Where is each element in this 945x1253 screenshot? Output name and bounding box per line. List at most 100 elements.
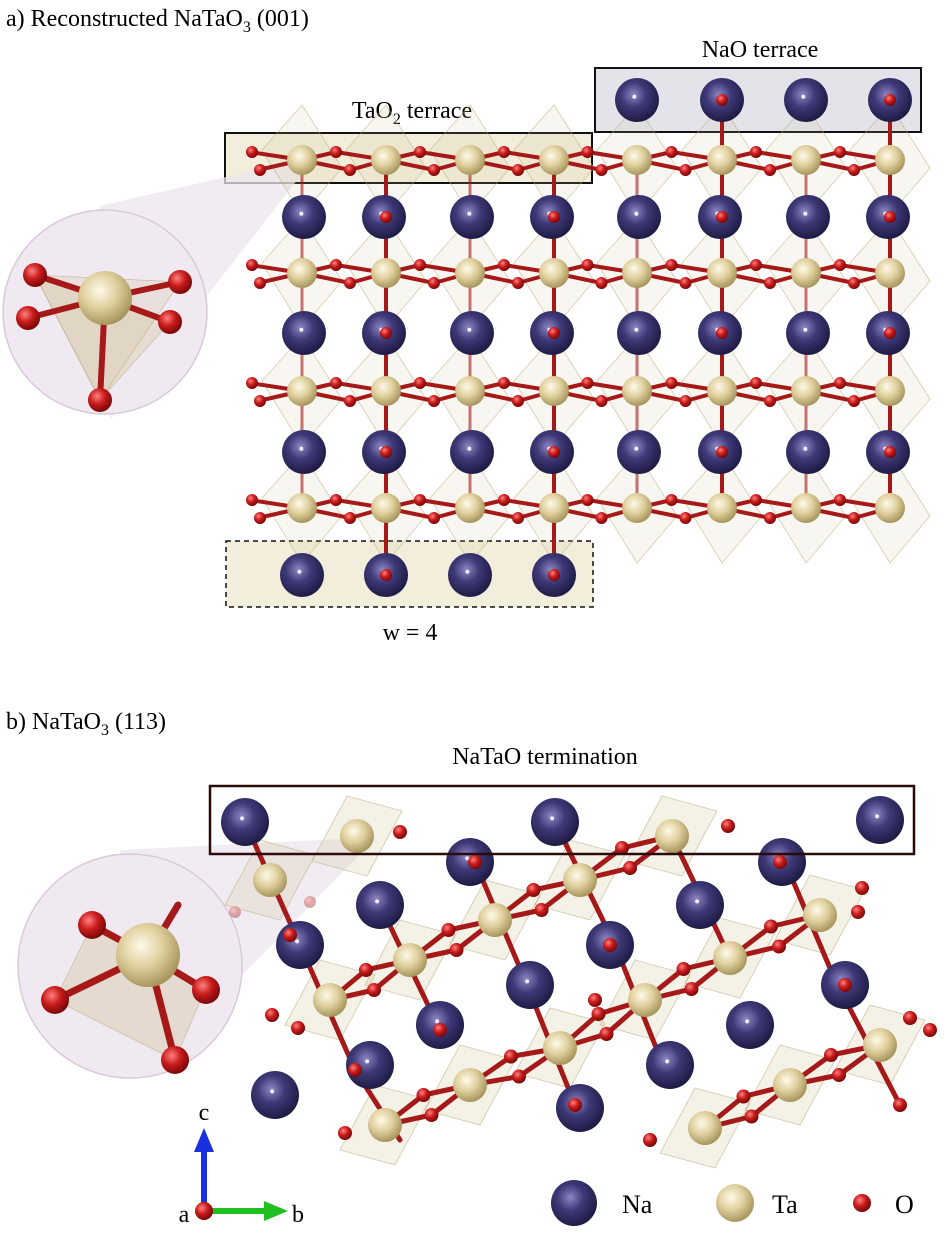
o-atom <box>750 259 762 271</box>
o-atom <box>665 377 678 389</box>
na-atom <box>786 311 830 355</box>
ta-atom <box>707 493 737 523</box>
o-atom <box>254 277 266 289</box>
o-atom <box>548 327 560 339</box>
o-atom <box>548 211 560 223</box>
o-atom <box>330 259 342 271</box>
ta-atom <box>340 819 374 853</box>
ta-atom <box>791 258 821 288</box>
o-atom <box>254 395 266 407</box>
o-atom <box>838 978 852 992</box>
ta-atom <box>543 1031 577 1065</box>
na-highlight <box>803 446 808 451</box>
o-atom <box>428 164 440 176</box>
o-atom <box>330 377 342 389</box>
ta-atom <box>713 941 747 975</box>
o-atom <box>679 395 692 407</box>
o-atom <box>903 1011 917 1025</box>
o-atom <box>88 388 112 412</box>
o-atom <box>599 1027 614 1041</box>
ta-atom <box>803 898 837 932</box>
o-atom <box>884 446 896 458</box>
ta-atom <box>453 1068 487 1102</box>
o-atom <box>254 164 266 176</box>
o-atom <box>736 1089 751 1104</box>
ta-atom <box>688 1111 722 1145</box>
o-atom <box>595 512 608 524</box>
ta-atom <box>707 258 737 288</box>
o-atom <box>380 569 392 581</box>
legend: Na Ta O <box>551 1180 914 1226</box>
o-atom <box>884 327 896 339</box>
o-atom <box>884 94 896 106</box>
na-highlight <box>467 211 472 216</box>
o-atom <box>468 855 482 869</box>
o-atom <box>380 446 392 458</box>
o-atom <box>548 569 560 581</box>
a-axis-label: a <box>179 1202 190 1228</box>
o-atom <box>534 903 549 917</box>
ta-atom <box>707 376 737 406</box>
o-atom <box>380 211 392 223</box>
na-highlight <box>240 816 245 821</box>
ta-atom <box>287 145 317 175</box>
legend-o-label: O <box>895 1190 914 1219</box>
o-atom <box>23 263 47 287</box>
na-atom <box>276 921 324 969</box>
ta-atom <box>539 258 569 288</box>
na-highlight <box>295 939 300 944</box>
legend-ta-label: Ta <box>772 1190 798 1219</box>
o-atom <box>750 377 762 389</box>
o-atom <box>512 395 524 407</box>
o-atom <box>428 395 440 407</box>
o-atom <box>78 911 106 939</box>
o-atom <box>643 1133 657 1147</box>
o-atom <box>744 1109 759 1124</box>
ta-atom <box>875 258 905 288</box>
panel-b-label: b) NaTaO3 (113) <box>6 709 166 739</box>
na-highlight <box>467 446 472 451</box>
o-atom <box>834 146 846 158</box>
o-atom <box>665 494 678 506</box>
na-atom <box>356 881 404 929</box>
ta-atom <box>863 1028 897 1062</box>
o-atom <box>595 277 608 289</box>
ta-atom <box>455 145 485 175</box>
o-atom <box>344 277 356 289</box>
o-atom <box>676 962 691 976</box>
o-atom <box>498 377 510 389</box>
ta-atom <box>393 943 427 977</box>
o-atom <box>884 211 896 223</box>
o-atom <box>848 164 860 176</box>
na-atom <box>676 881 724 929</box>
na-highlight <box>270 1089 275 1094</box>
panel-a-label: a) Reconstructed NaTaO3 (001) <box>6 6 309 36</box>
na-highlight <box>665 1059 670 1064</box>
na-highlight <box>465 856 470 861</box>
o-atom <box>344 395 356 407</box>
na-atom <box>784 78 828 122</box>
na-highlight <box>467 327 472 332</box>
legend-na-label: Na <box>622 1190 653 1219</box>
o-atom <box>283 928 297 942</box>
o-atom <box>512 1069 526 1084</box>
ta-atom <box>707 145 737 175</box>
na-highlight <box>634 446 639 451</box>
o-atom <box>393 825 407 839</box>
o-atom <box>855 881 869 895</box>
na-atom <box>282 311 326 355</box>
na-atom <box>856 796 904 844</box>
o-atom <box>254 512 266 524</box>
o-atom <box>851 905 865 919</box>
na-highlight <box>299 327 304 332</box>
ta-atom <box>371 145 401 175</box>
ta-atom <box>455 258 485 288</box>
o-atom <box>330 494 342 506</box>
axis-indicator: c a b <box>179 1100 304 1228</box>
ta-atom <box>287 493 317 523</box>
na-highlight <box>365 1059 370 1064</box>
o-atom <box>168 270 192 294</box>
o-atom <box>750 494 762 506</box>
na-highlight <box>550 816 555 821</box>
ta-atom <box>875 145 905 175</box>
